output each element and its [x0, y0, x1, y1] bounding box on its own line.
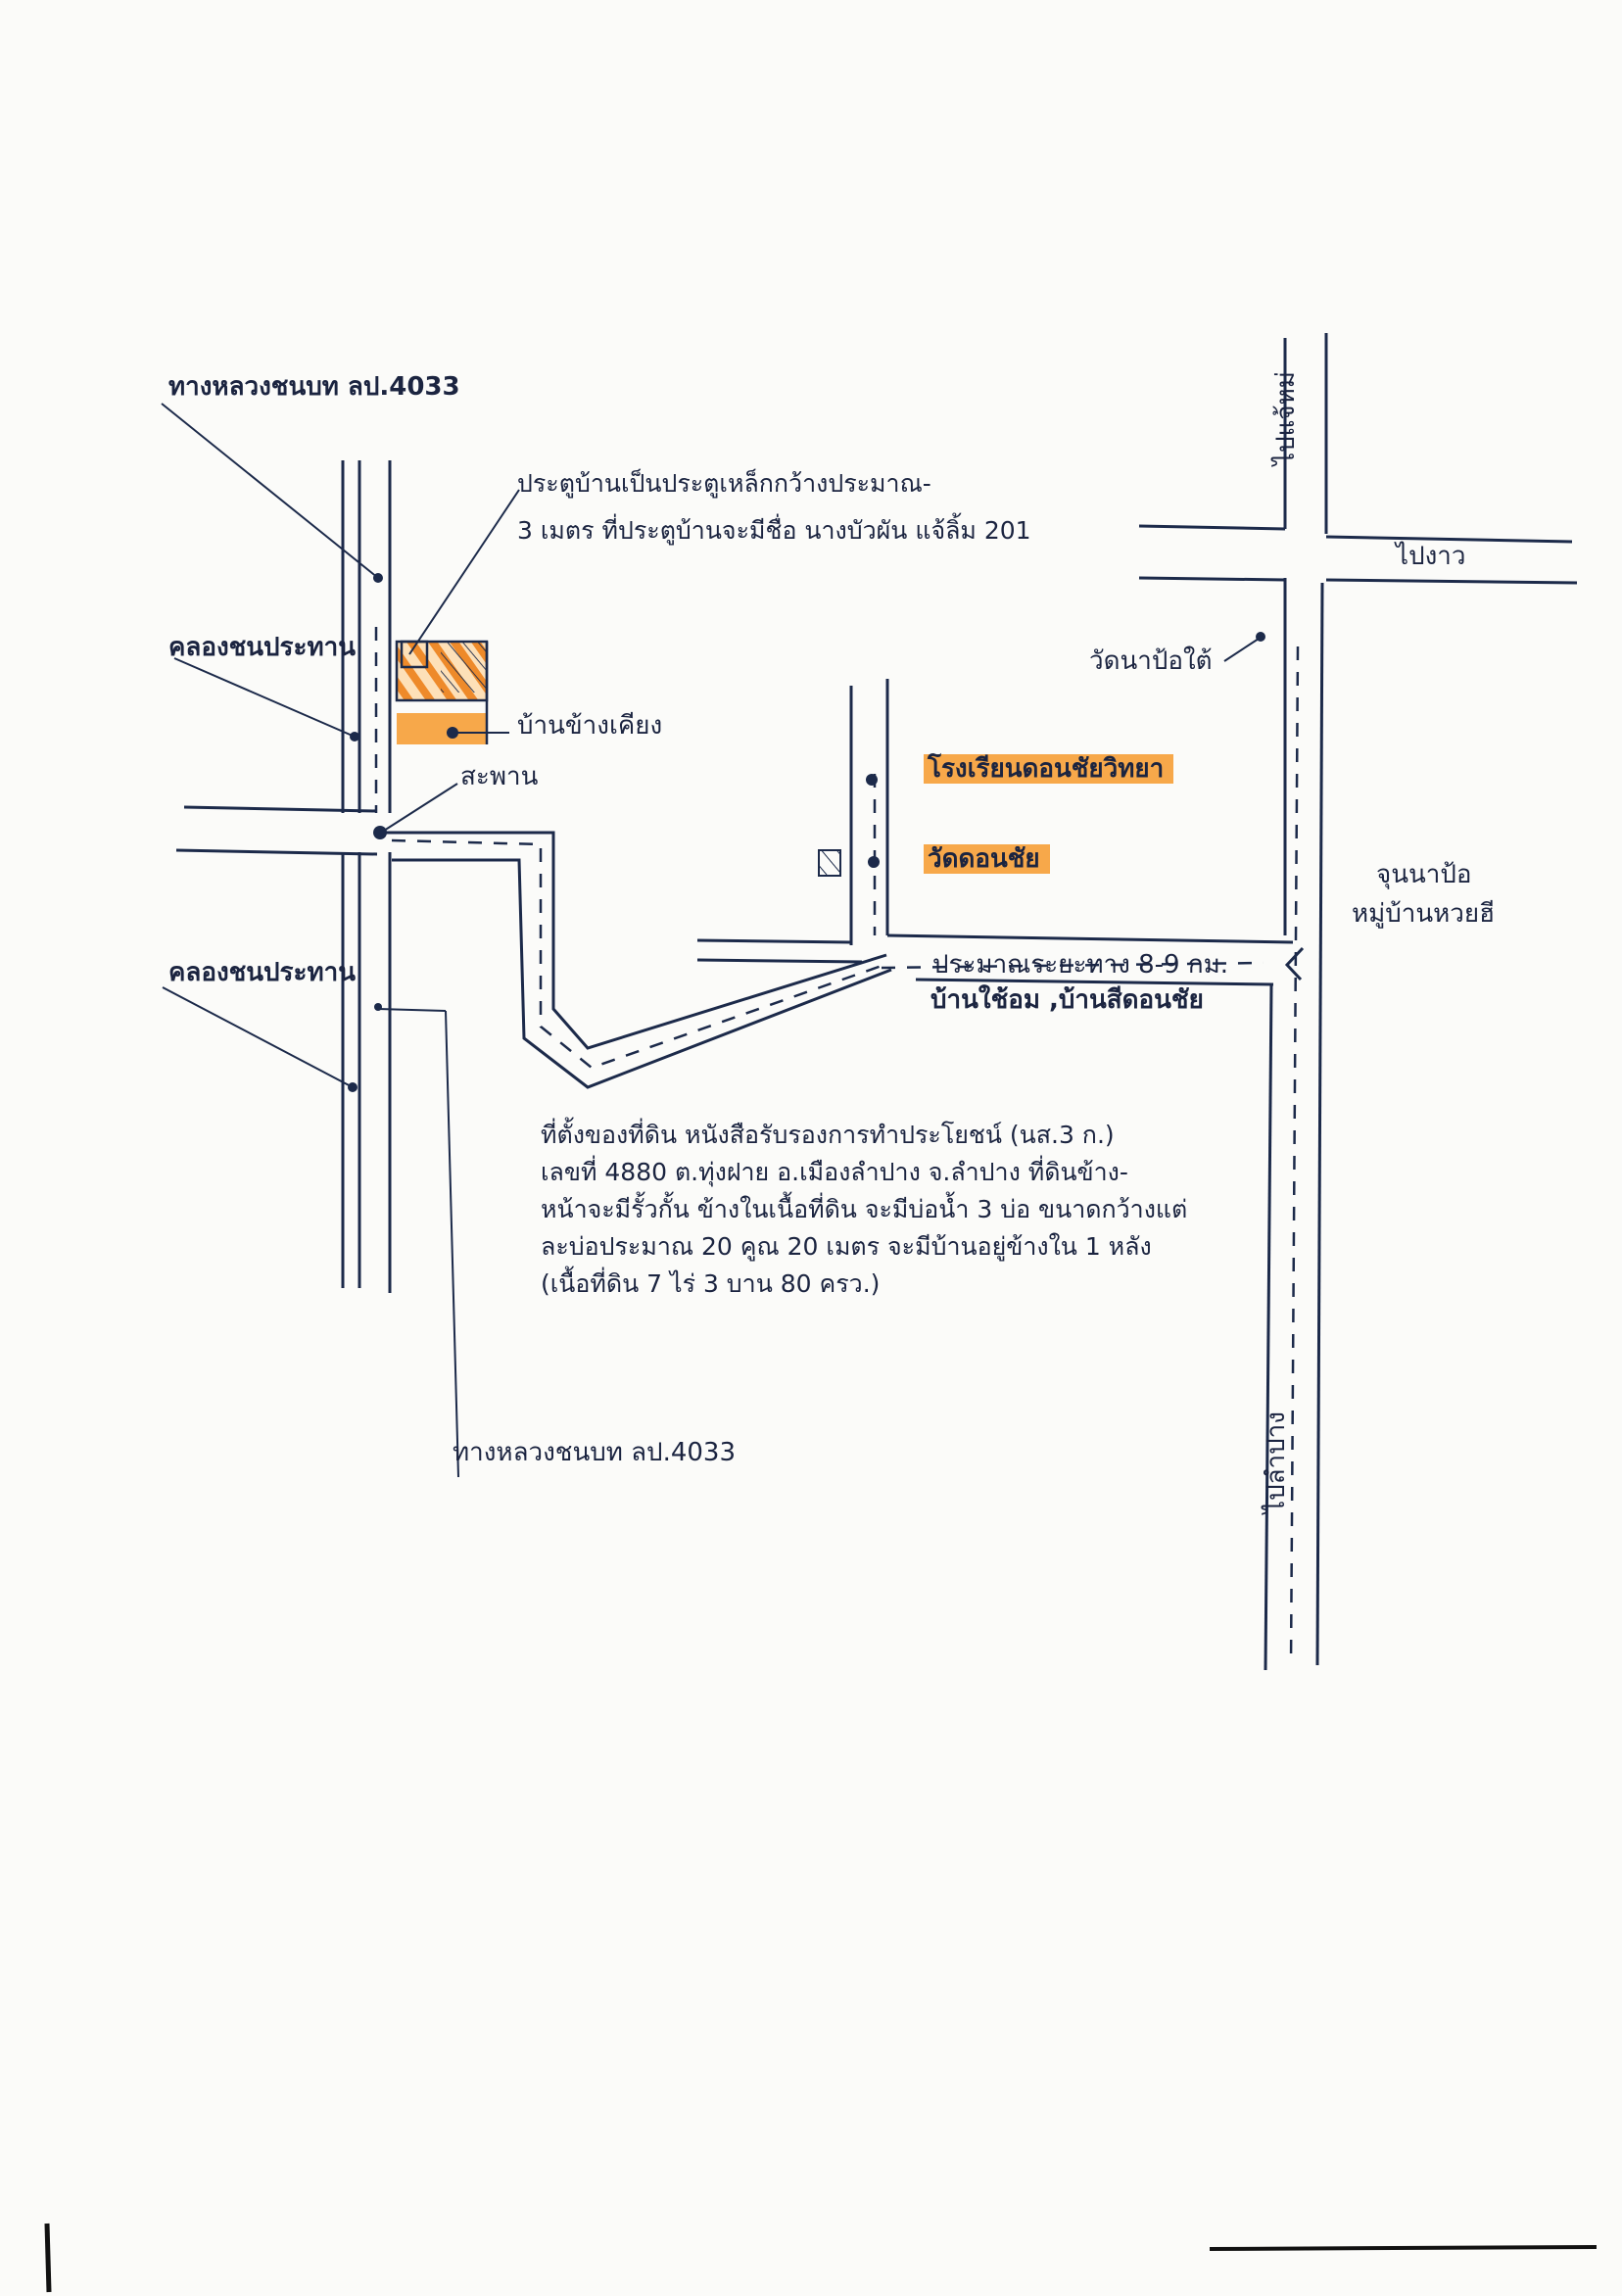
label-junction: จุนนาป้อ	[1376, 860, 1472, 889]
label-village: หมู่บ้านหวยฮี	[1352, 899, 1495, 929]
left-highway-and-canal	[341, 460, 392, 1293]
label-neighbor-house: บ้านข้างเคียง	[517, 711, 663, 741]
label-to-chaehom: ไปแจ้หม่	[1271, 371, 1301, 465]
label-wat-don-chai: วัดดอนชัย	[924, 844, 1050, 874]
school-road	[696, 679, 1294, 986]
description-line: (เนื้อที่ดิน 7 ไร่ 3 บาน 80 ครว.)	[541, 1269, 881, 1298]
label-canal-lower: คลองชนประทาน	[168, 958, 357, 987]
label-wat-na-pao-tai: วัดนาป้อใต้	[1089, 646, 1213, 676]
gate-note-line-1: ประตูบ้านเป็นประตูเหล็กกว้างประมาณ-	[517, 469, 931, 498]
label-canal-upper: คลองชนประทาน	[168, 633, 357, 662]
label-distance-line-2: บ้านใช้อม ,บ้านสีดอนชัย	[930, 985, 1204, 1015]
description-line: เลขที่ 4880 ต.ทุ่งฝาย อ.เมืองลำปาง จ.ลำป…	[541, 1158, 1128, 1186]
label-to-lampang: ไปลำปาง	[1262, 1411, 1291, 1513]
land-parcel	[395, 640, 489, 744]
leaders	[161, 403, 1265, 1478]
description-line: ละบ่อประมาณ 20 คูณ 20 เมตร จะมีบ้านอยู่ข…	[541, 1232, 1152, 1261]
label-bridge: สะพาน	[460, 762, 539, 791]
description-line: ที่ตั้งของที่ดิน หนังสือรับรองการทำประโย…	[541, 1121, 1115, 1149]
right-main-road	[1138, 333, 1578, 1671]
label-to-ngao: ไปงาว	[1396, 542, 1466, 571]
label-school: โรงเรียนดอนชัยวิทยา	[924, 754, 1174, 784]
description-line: หน้าจะมีรั้วกั้น ข้างในเนื้อที่ดิน จะมีบ…	[541, 1195, 1188, 1223]
bridge-road	[175, 805, 892, 1089]
label-road-bottom: ทางหลวงชนบท ลป.4033	[453, 1438, 736, 1467]
label-road-top: ทางหลวงชนบท ลป.4033	[168, 372, 460, 402]
gate-note-line-2: 3 เมตร ที่ประตูบ้านจะมีชื่อ นางบัวผัน แจ…	[517, 516, 1031, 545]
label-distance-line-1: ประมาณระยะทาง 8-9 กม.	[932, 950, 1228, 980]
land-description: ที่ตั้งของที่ดิน หนังสือรับรองการทำประโย…	[541, 1117, 1285, 1303]
gate-note: ประตูบ้านเป็นประตูเหล็กกว้างประมาณ- 3 เม…	[517, 460, 1031, 554]
